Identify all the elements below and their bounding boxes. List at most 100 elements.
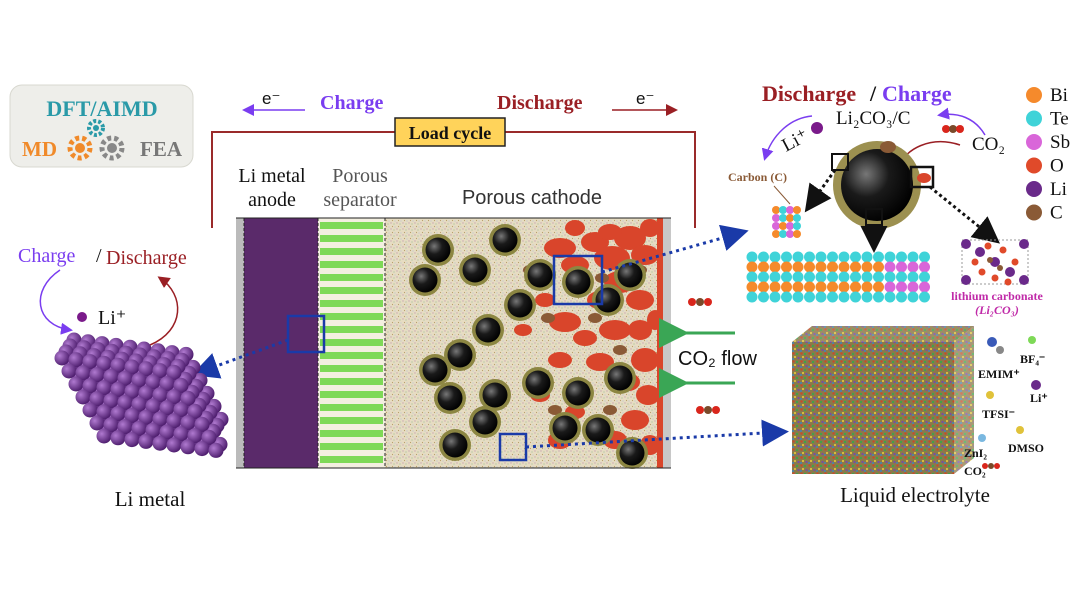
li-atom [54, 350, 70, 366]
co2-flow-label: CO₂ flow [678, 348, 757, 370]
slab-atom [804, 271, 815, 283]
slab-atom [827, 291, 838, 303]
separator-stripe [320, 443, 383, 450]
legend-swatch [1026, 110, 1042, 127]
slab-atom [838, 281, 850, 293]
slab-atom [907, 271, 919, 283]
o-atom [991, 274, 999, 282]
li-atom [975, 247, 985, 257]
pd-charge-arrow [761, 115, 813, 161]
carbonate-deposit [598, 224, 622, 240]
slab-atom [769, 271, 781, 283]
legend-swatch [1026, 134, 1042, 150]
slab-atom [815, 281, 827, 293]
separator-stripe [320, 287, 383, 294]
legend-label: C [1050, 203, 1063, 224]
li-atom [152, 363, 168, 379]
slab-atom [896, 291, 907, 303]
li-atom [138, 433, 154, 449]
slab-atom [884, 281, 896, 293]
slab-atom [804, 261, 815, 273]
carbon-particle [422, 357, 448, 383]
slab-atom [838, 291, 850, 303]
crystal-atom [779, 230, 787, 238]
li-atom [103, 393, 119, 409]
li-atom [201, 429, 217, 445]
slab-atom [792, 271, 804, 283]
slab-atom [815, 261, 827, 273]
slab-atom [884, 271, 896, 283]
li-atom [68, 352, 84, 368]
li-atom [138, 385, 154, 401]
crystal-atom [786, 206, 794, 214]
carbon-particle [437, 385, 463, 411]
slab-atom [873, 251, 884, 263]
separator-stripe [320, 417, 383, 424]
slab-atom [838, 261, 850, 273]
co2-molecule [982, 463, 988, 469]
li-atom [103, 417, 119, 433]
carbon-particle [595, 287, 621, 313]
bf4-molecule [1028, 336, 1036, 344]
slab-atom [815, 271, 827, 283]
zni2-molecule [978, 434, 986, 442]
slab-atom [781, 271, 792, 283]
species-label: ZnI₂ [964, 446, 987, 460]
dmso-molecule [1016, 426, 1024, 434]
separator-stripe [320, 313, 383, 320]
slab-atom [827, 281, 838, 293]
slab-atom [804, 251, 815, 263]
separator-stripe [320, 391, 383, 398]
lithium-carbonate-formula: (Li₂CO₃) [975, 303, 1019, 317]
external-circuit: Load cycle e⁻ Charge Discharge e⁻ [211, 89, 696, 228]
li-atom [173, 377, 189, 393]
carbon-particle [619, 440, 645, 466]
legend-label: Bi [1050, 85, 1068, 106]
md-label: MD [22, 137, 57, 161]
pd-li-ion: Li⁺ [778, 125, 812, 156]
li-atom [159, 400, 175, 416]
li-atom [1019, 275, 1029, 285]
separator-stripe [320, 430, 383, 437]
legend-swatch [1026, 181, 1042, 197]
emim-molecule [987, 337, 997, 347]
crystal-atom [772, 222, 780, 230]
carbon-particle [585, 417, 611, 443]
li-metal-caption: Li metal [115, 487, 186, 511]
slab-atom [746, 271, 758, 283]
electron-left: e⁻ [262, 89, 280, 108]
slab-atom [758, 271, 769, 283]
carbon-core [841, 149, 913, 221]
li-atom [187, 403, 203, 419]
carbonate-deposit [636, 385, 660, 405]
co2-molecule-icon [942, 125, 964, 133]
carbonate-deposit [548, 352, 572, 368]
legend-label: O [1050, 156, 1064, 177]
li-atom [145, 374, 161, 390]
legend-label: Li [1050, 179, 1067, 200]
separator-label-line1: Porous [332, 165, 388, 187]
load-cycle-label: Load cycle [409, 123, 492, 143]
species-label: TFSI⁻ [982, 407, 1015, 421]
carbon-particle [492, 227, 518, 253]
carbon-particle [442, 432, 468, 458]
o-atom [978, 268, 986, 276]
li-atom [152, 411, 168, 427]
slab-atom [850, 281, 861, 293]
crystal-atom [786, 222, 794, 230]
separator-label-line2: separator [323, 189, 397, 211]
fea-label: FEA [140, 137, 183, 161]
electrolyte-box-top [792, 326, 974, 342]
li-atom [110, 357, 126, 373]
o-atom [999, 246, 1007, 254]
co2-molecule [994, 463, 1000, 469]
carbonate-deposit [544, 238, 576, 258]
carbon-label: Carbon (C) [728, 170, 787, 184]
slab-atom [919, 291, 930, 303]
li-metal-lattice [54, 332, 229, 458]
li-atom [180, 390, 196, 406]
carbon-particle [607, 365, 633, 391]
